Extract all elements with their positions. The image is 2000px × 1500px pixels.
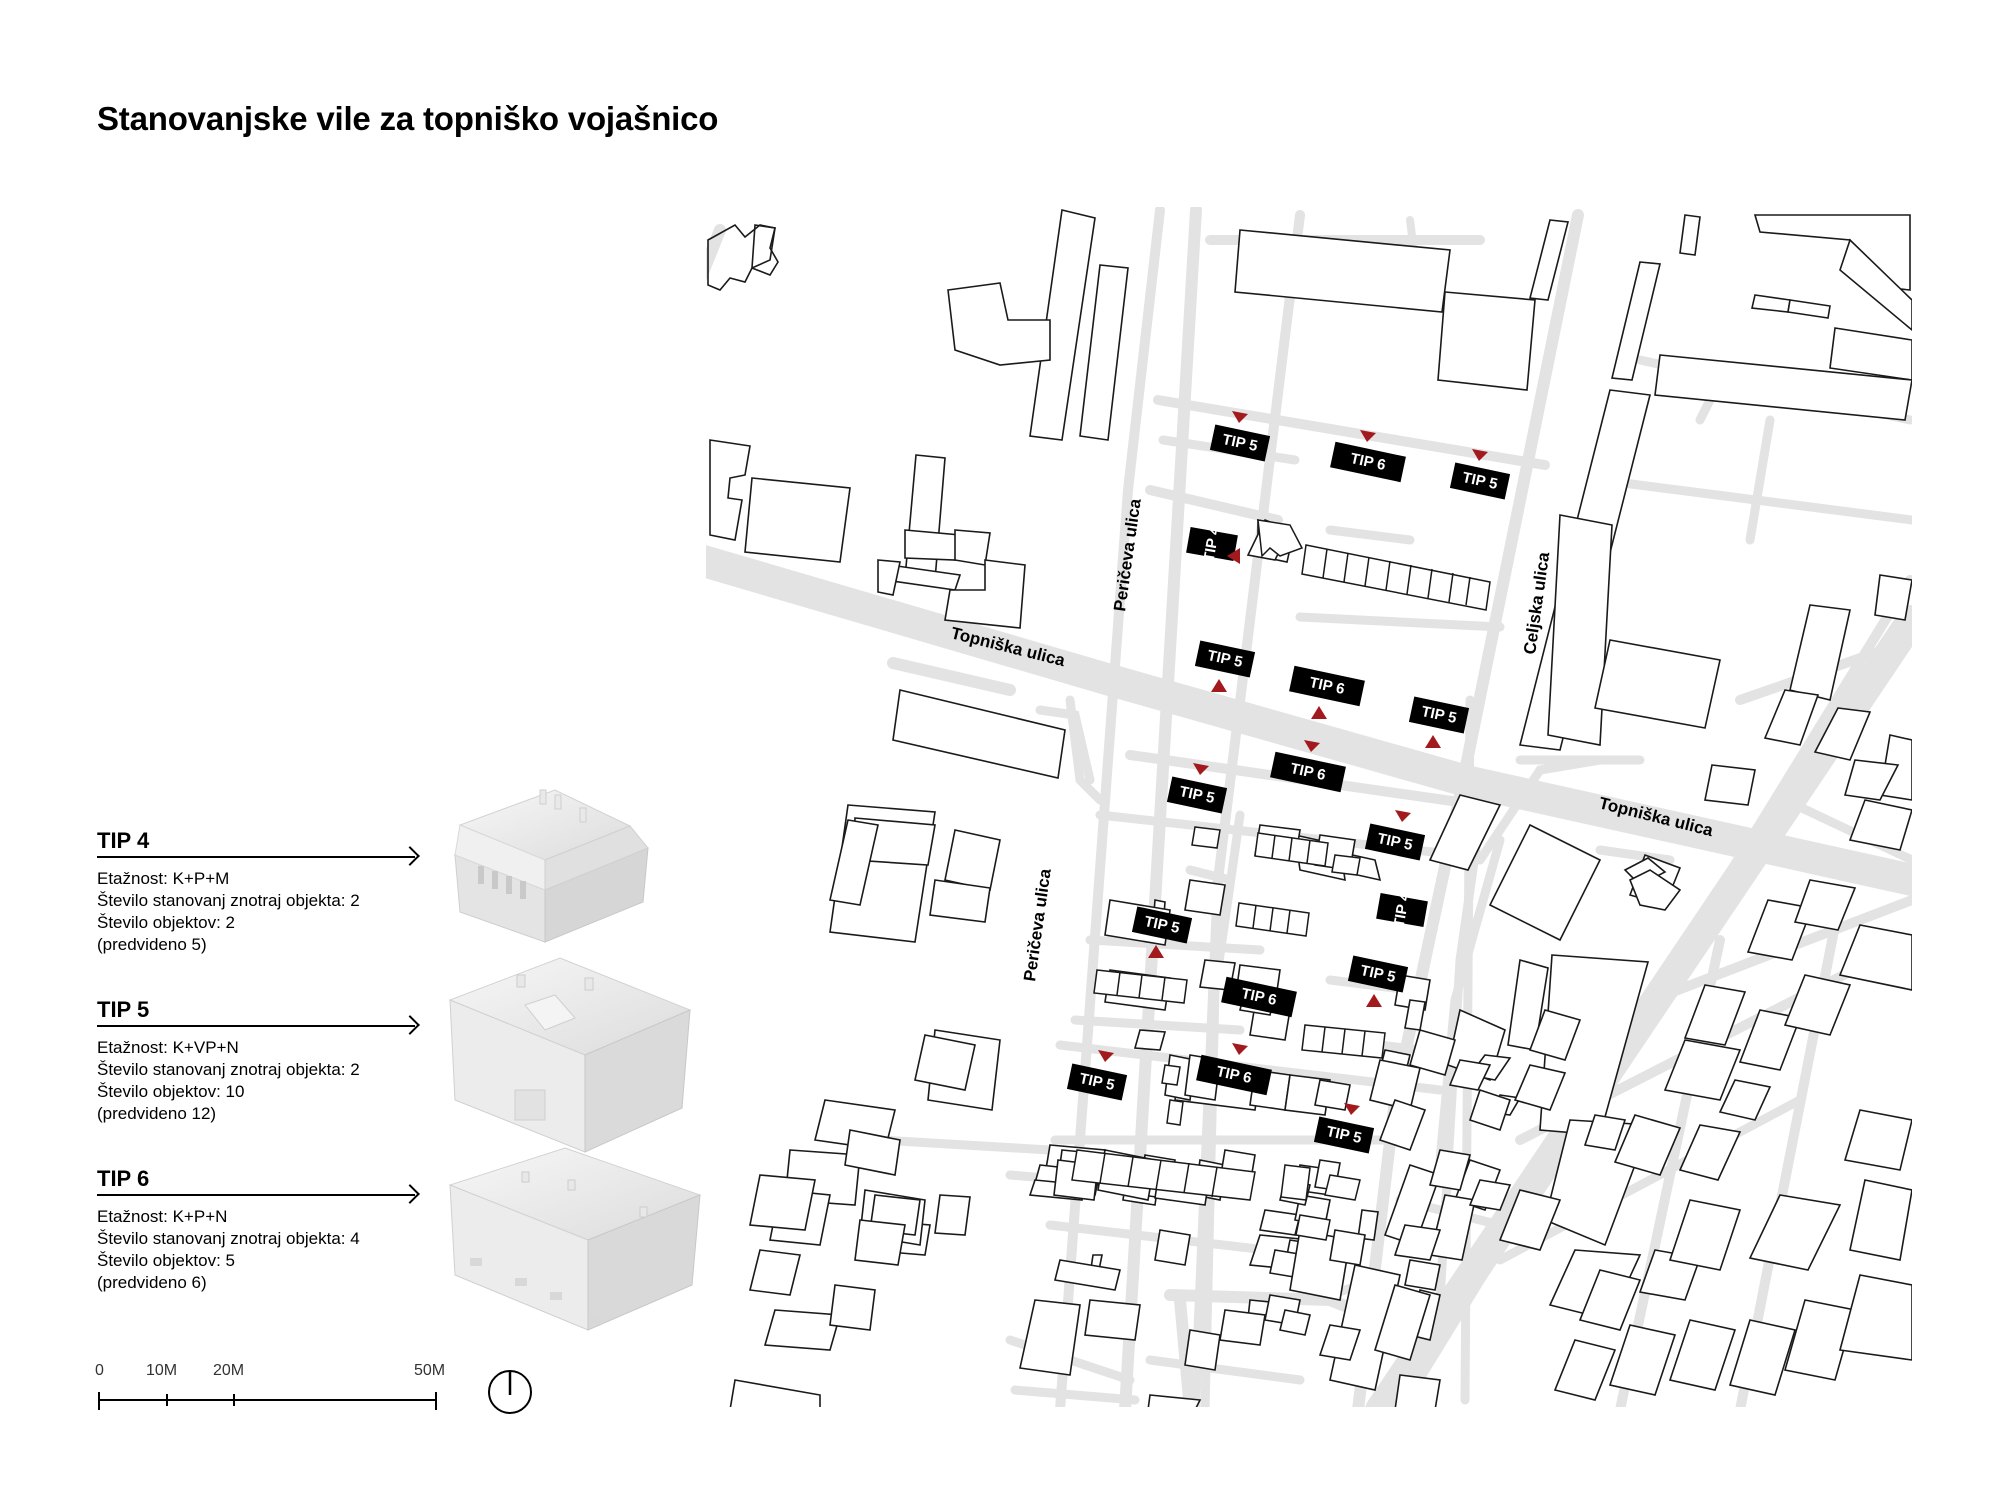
tip5-building-illustration: [448, 957, 692, 1153]
row-houses: [1071, 519, 1491, 1241]
legend-line: (predvideno 12): [97, 1104, 217, 1123]
north-arrow-icon: [488, 1370, 532, 1414]
tip-badge: TIP 5: [1166, 776, 1228, 814]
tip-badge: TIP 6: [1270, 751, 1346, 793]
entrance-marker-icon: [1232, 1043, 1248, 1055]
entrance-marker-icon: [1360, 430, 1376, 442]
entrance-marker-icon: [1148, 945, 1164, 958]
entrance-marker-icon: [1098, 1050, 1114, 1062]
tip-badges: TIP 5 TIP 6 TIP 5 TIP 4 TIP 5 TIP 6 TIP 5 TIP 5…: [1066, 411, 1511, 1154]
tip-badge: TIP 4: [1186, 524, 1238, 563]
tip-badge: TIP 6: [1289, 665, 1365, 707]
street-label-pericheva-north: Peričeva ulica: [1110, 497, 1145, 612]
tip-badge: TIP 5: [1408, 696, 1470, 734]
tip4-building-illustration: [453, 789, 650, 943]
page-title: Stanovanjske vile za topniško vojašnico: [97, 100, 719, 137]
legend-line: (predvideno 5): [97, 935, 207, 954]
legend-line: Število objektov: 10: [97, 1082, 245, 1101]
tip-badge: TIP 6: [1221, 976, 1297, 1018]
tip-badge: TIP 5: [1131, 906, 1193, 944]
tip-badge: TIP 5: [1066, 1063, 1128, 1101]
entrance-marker-icon: [1193, 763, 1209, 775]
entrance-marker-icon: [1425, 735, 1441, 748]
scale-label-10m: 10M: [146, 1362, 178, 1379]
legend-item-tip5: TIP 5 Etažnost: K+VP+N Število stanovanj…: [97, 997, 420, 1125]
tip-badge: TIP 5: [1313, 1116, 1375, 1154]
entrance-marker-icon: [1311, 706, 1327, 719]
entrance-marker-icon: [1344, 1103, 1360, 1115]
tip-badge: TIP 5: [1209, 424, 1271, 462]
entrance-marker-icon: [1395, 810, 1411, 822]
legend-line: Število stanovanj znotraj objekta: 2: [97, 1060, 360, 1079]
legend-item-tip4: TIP 4 Etažnost: K+P+M Število stanovanj …: [97, 828, 420, 956]
entrance-marker-icon: [1211, 679, 1227, 692]
legend-arrow: [97, 1184, 420, 1204]
legend-item-tip6: TIP 6 Etažnost: K+P+N Število stanovanj …: [97, 1166, 420, 1294]
legend-line: Etažnost: K+VP+N: [97, 1038, 239, 1057]
street-label-pericheva-south: Peričeva ulica: [1020, 867, 1055, 982]
legend-line: (predvideno 6): [97, 1273, 207, 1292]
scale-label-50m: 50M: [414, 1362, 446, 1379]
tip-badge: TIP 5: [1194, 640, 1256, 678]
legend-line: Število objektov: 5: [97, 1251, 235, 1270]
legend-arrow: [97, 846, 420, 866]
legend-line: Etažnost: K+P+M: [97, 869, 230, 888]
tip-badge: TIP 6: [1330, 441, 1406, 483]
entrance-marker-icon: [1227, 548, 1240, 564]
legend-name: TIP 5: [97, 997, 150, 1022]
tip-badge: TIP 5: [1347, 955, 1409, 993]
entrance-marker-icon: [1304, 740, 1320, 752]
legend-line: Etažnost: K+P+N: [97, 1207, 228, 1226]
tip-badge-label: TIP 4: [1201, 524, 1224, 563]
scale-label-20m: 20M: [213, 1362, 245, 1379]
legend-line: Število objektov: 2: [97, 913, 235, 932]
tip-badge: TIP 5: [1449, 462, 1511, 500]
legend-name: TIP 6: [97, 1166, 150, 1191]
legend-arrow: [97, 1015, 420, 1035]
scale-bar: [98, 1392, 437, 1410]
entrance-marker-icon: [1366, 994, 1382, 1007]
tip6-building-illustration: [448, 1147, 702, 1331]
legend-line: Število stanovanj znotraj objekta: 2: [97, 891, 360, 910]
tip-badge-label: TIP 4: [1391, 890, 1414, 929]
scale-label-0: 0: [95, 1362, 104, 1379]
tip-badge: TIP 5: [1364, 823, 1426, 861]
tip-badge: TIP 6: [1196, 1054, 1272, 1096]
entrance-marker-icon: [1472, 449, 1488, 461]
tip-badge: TIP 4: [1376, 890, 1428, 929]
entrance-marker-icon: [1232, 411, 1248, 423]
legend-name: TIP 4: [97, 828, 150, 853]
legend-line: Število stanovanj znotraj objekta: 4: [97, 1229, 360, 1248]
